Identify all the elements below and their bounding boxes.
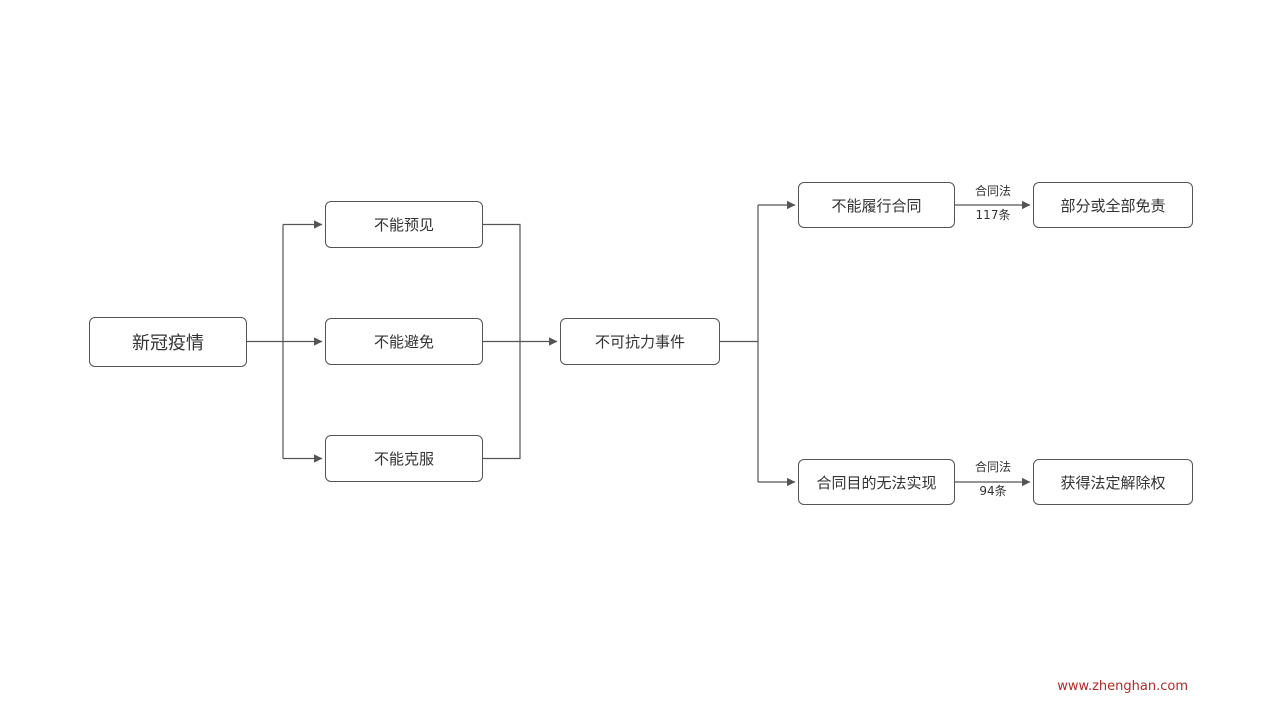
edge-label-contract-law-94-line2: 94条: [979, 484, 1007, 498]
node-statutory-rescission-right: 获得法定解除权: [1033, 459, 1193, 505]
node-partial-or-full-exemption: 部分或全部免责: [1033, 182, 1193, 228]
node-force-majeure: 不可抗力事件: [560, 318, 720, 365]
edge-label-contract-law-117-line2: 117条: [975, 208, 1011, 222]
node-unavoidable: 不能避免: [325, 318, 483, 365]
edge-conditions-merge: [483, 223, 521, 460]
node-epidemic: 新冠疫情: [89, 317, 247, 367]
node-cannot-perform-contract: 不能履行合同: [798, 182, 955, 228]
node-contract-purpose-frustrated: 合同目的无法实现: [798, 459, 955, 505]
edge-label-contract-law-94-line1: 合同法: [974, 460, 1011, 474]
edge-label-contract-law-117-line1: 合同法: [974, 184, 1011, 198]
node-unforeseeable: 不能预见: [325, 201, 483, 248]
watermark-url: www.zhenghan.com: [1057, 679, 1188, 694]
node-insurmountable: 不能克服: [325, 435, 483, 482]
